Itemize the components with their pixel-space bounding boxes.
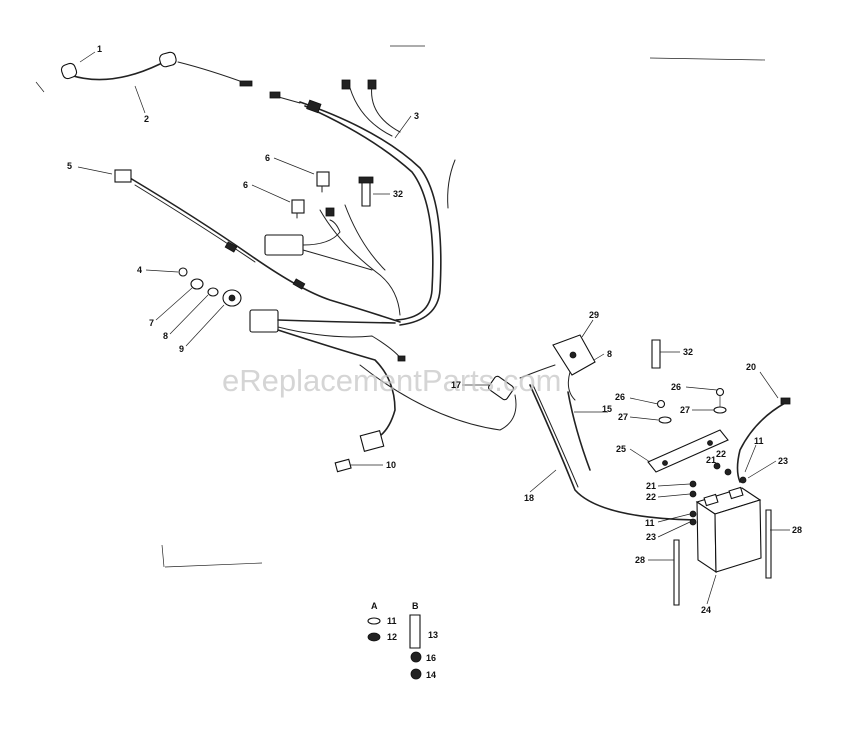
callout-23-lower: 23 (646, 532, 656, 542)
callout-5: 5 (67, 161, 72, 171)
callout-leaders (77, 51, 790, 605)
callout-1: 1 (97, 44, 102, 54)
callout-24: 24 (701, 605, 711, 615)
callout-28-right: 28 (792, 525, 802, 535)
callout-11-upper: 11 (754, 436, 764, 446)
callout-27-right: 27 (680, 405, 690, 415)
plug-connector (488, 375, 514, 401)
battery-hold-down (647, 429, 729, 473)
harness-module (264, 207, 373, 271)
callout-16: 16 (426, 653, 436, 663)
callout-20: 20 (746, 362, 756, 372)
callout-17: 17 (451, 380, 461, 390)
main-wire-harness (269, 79, 456, 326)
ignition-switch-group (178, 267, 242, 307)
hold-down-fasteners (656, 387, 727, 424)
callout-25: 25 (616, 444, 626, 454)
front-harness-branch (114, 169, 401, 323)
callout-18: 18 (524, 493, 534, 503)
hardware-legend (367, 614, 422, 680)
callout-32-upper: 32 (393, 189, 403, 199)
callout-15: 15 (602, 404, 612, 414)
terminal-bolt-upper (358, 176, 374, 207)
callout-21-lower: 21 (646, 481, 656, 491)
battery-cables (529, 384, 696, 521)
callout-3: 3 (414, 111, 419, 121)
callout-12: 12 (387, 632, 397, 642)
callout-8-right: 8 (607, 349, 612, 359)
callout-6-lower: 6 (243, 180, 248, 190)
callout-4: 4 (137, 265, 142, 275)
callout-26-lower: 26 (615, 392, 625, 402)
callout-28-left: 28 (635, 555, 645, 565)
callout-14: 14 (426, 670, 436, 680)
callout-22-upper: 22 (716, 449, 726, 459)
legend-title-a: A (371, 601, 378, 611)
callout-11-legend: 11 (387, 616, 397, 626)
starter-solenoid (519, 334, 596, 401)
headlight-lamps (60, 51, 253, 87)
callout-29: 29 (589, 310, 599, 320)
lower-harness (249, 309, 517, 452)
callout-9: 9 (179, 344, 184, 354)
hold-down-rods (673, 509, 772, 606)
callout-6-upper: 6 (265, 153, 270, 163)
callout-32-lower: 32 (683, 347, 693, 357)
callout-10: 10 (386, 460, 396, 470)
positive-cable (736, 397, 791, 483)
toggle-switches (291, 171, 330, 219)
callout-26-upper: 26 (671, 382, 681, 392)
callout-2: 2 (144, 114, 149, 124)
fuse (334, 458, 352, 473)
watermark-text: eReplacementParts.com (222, 363, 561, 398)
legend-title-b: B (412, 601, 419, 611)
callout-8-left: 8 (163, 331, 168, 341)
scan-marks (35, 45, 766, 568)
callout-23-upper: 23 (778, 456, 788, 466)
callout-7: 7 (149, 318, 154, 328)
callout-21-upper: 21 (706, 455, 716, 465)
callout-11-lower: 11 (645, 518, 655, 528)
callout-27-left: 27 (618, 412, 628, 422)
terminal-bolt-lower (651, 339, 661, 369)
callout-13: 13 (428, 630, 438, 640)
callout-22-lower: 22 (646, 492, 656, 502)
terminal-hardware-stack (689, 462, 747, 526)
battery (695, 486, 762, 574)
